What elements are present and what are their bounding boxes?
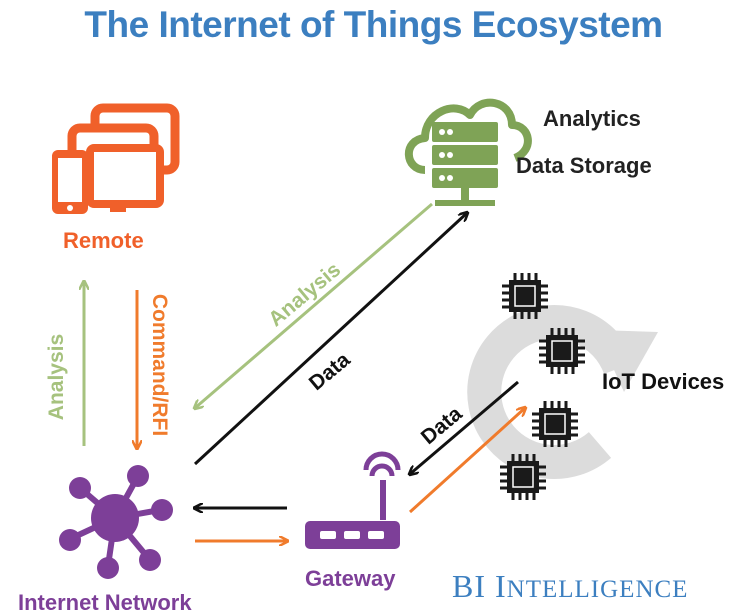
data-storage-label: Data Storage [516,153,652,178]
bi-intelligence-logo: BI INTELLIGENCE [452,568,689,604]
gateway-label: Gateway [305,566,396,591]
internet-network-label: Internet Network [18,590,192,615]
gateway-devices-arrow [408,408,525,514]
page-title: The Internet of Things Ecosystem [84,4,663,45]
analysis-vertical-label: Analysis [45,333,68,421]
analysis-diagonal-arrow [195,202,433,408]
cloud-server-icon [404,98,532,206]
chip-icon [530,399,580,449]
data-devices-arrow [410,380,519,474]
devices-icon [52,103,180,214]
iot-devices-label: IoT Devices [602,369,725,394]
refresh-cycle-icon [467,305,658,480]
command-rfi-label: Command/RFI [148,293,171,437]
remote-label: Remote [63,228,144,253]
router-icon [305,451,401,549]
data-diagonal-arrow [193,213,467,466]
analytics-label: Analytics [543,106,641,131]
network-hub-icon [59,465,173,579]
